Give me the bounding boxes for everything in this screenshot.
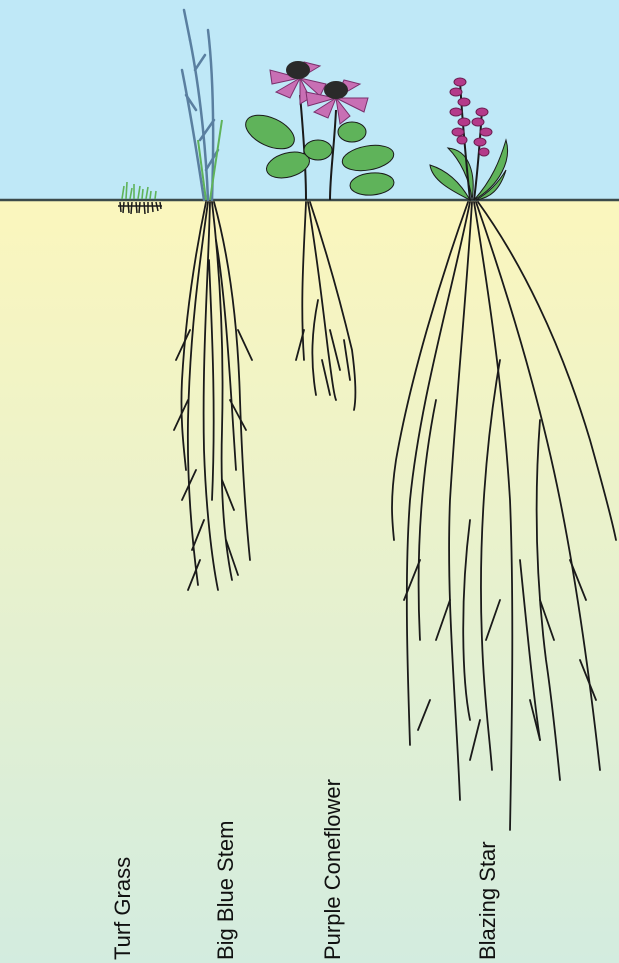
- soil: [0, 200, 619, 963]
- label-big-blue-stem: Big Blue Stem: [215, 821, 237, 960]
- label-purple-coneflower: Purple Coneflower: [322, 779, 344, 960]
- label-turf-grass: Turf Grass: [112, 857, 134, 960]
- label-blazing-star: Blazing Star: [477, 841, 499, 960]
